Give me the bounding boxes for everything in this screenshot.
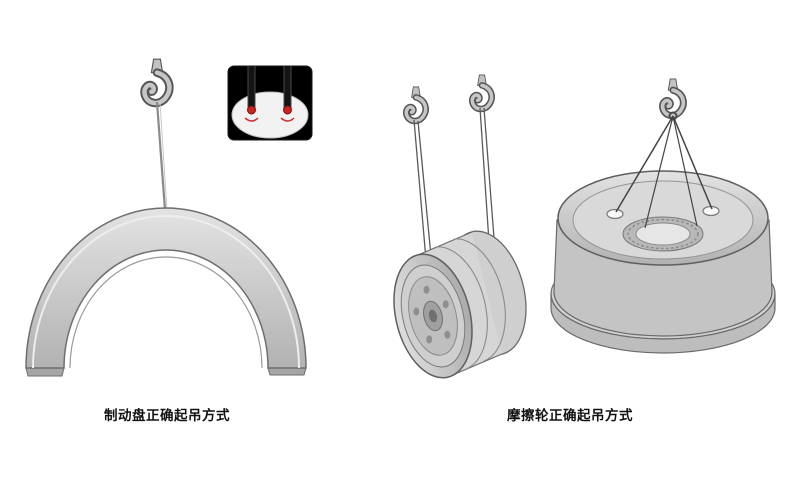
rim-center-hole xyxy=(428,309,438,323)
brake-disc-caption: 制动盘正确起吊方式 xyxy=(104,408,230,423)
drum-flange-band xyxy=(550,293,776,354)
sling-line xyxy=(615,115,674,213)
inset-sling-left xyxy=(247,66,256,109)
crane-hook-icon xyxy=(144,59,169,103)
arc-highlight xyxy=(32,215,300,369)
crane-hook-icon xyxy=(663,79,684,116)
rim-bolt-hole xyxy=(444,330,451,339)
inset-sling-right xyxy=(283,66,292,109)
drum-lifting-hole-left xyxy=(606,208,624,220)
arc-end-face-left xyxy=(25,367,65,377)
sling-line xyxy=(155,101,167,211)
arc-inner-edge xyxy=(69,256,263,369)
friction-wheel-figure xyxy=(550,79,776,354)
brake-disc-figure xyxy=(25,59,313,377)
sling-line-highlight xyxy=(159,102,168,211)
rim-groove xyxy=(453,238,506,362)
inset-red-mark-right xyxy=(280,117,295,122)
sling-line xyxy=(479,107,490,243)
sling-line xyxy=(413,119,427,261)
rim-bolt-hole xyxy=(423,285,430,294)
shackle-ring xyxy=(668,111,678,121)
detail-inset xyxy=(227,65,313,141)
inset-red-hook-left xyxy=(247,105,256,115)
sling-line xyxy=(672,115,698,227)
crane-hook-icon xyxy=(406,87,425,121)
inset-red-hook-right xyxy=(283,105,292,115)
wheel-rim-figure xyxy=(393,75,527,379)
rim-barrel-top-edge xyxy=(417,231,473,256)
crane-hook-icon xyxy=(472,75,491,109)
sling-line xyxy=(644,115,674,229)
brake-disc-arc xyxy=(25,207,307,369)
sling-line xyxy=(417,120,432,257)
drum-center-bore xyxy=(635,222,691,246)
rim-bolt-hole xyxy=(413,307,420,316)
inset-red-mark-left xyxy=(244,117,259,122)
rim-bolt-hole xyxy=(426,335,433,344)
rim-groove xyxy=(435,246,488,370)
rim-bolt-hole xyxy=(442,300,449,309)
sling-line xyxy=(672,115,713,210)
sling-line xyxy=(483,107,495,239)
drum-hub-knurl xyxy=(627,218,699,250)
arc-end-face-right xyxy=(267,367,307,376)
friction-wheel-caption: 摩擦轮正确起吊方式 xyxy=(507,408,633,423)
inset-disc-section xyxy=(231,91,309,139)
